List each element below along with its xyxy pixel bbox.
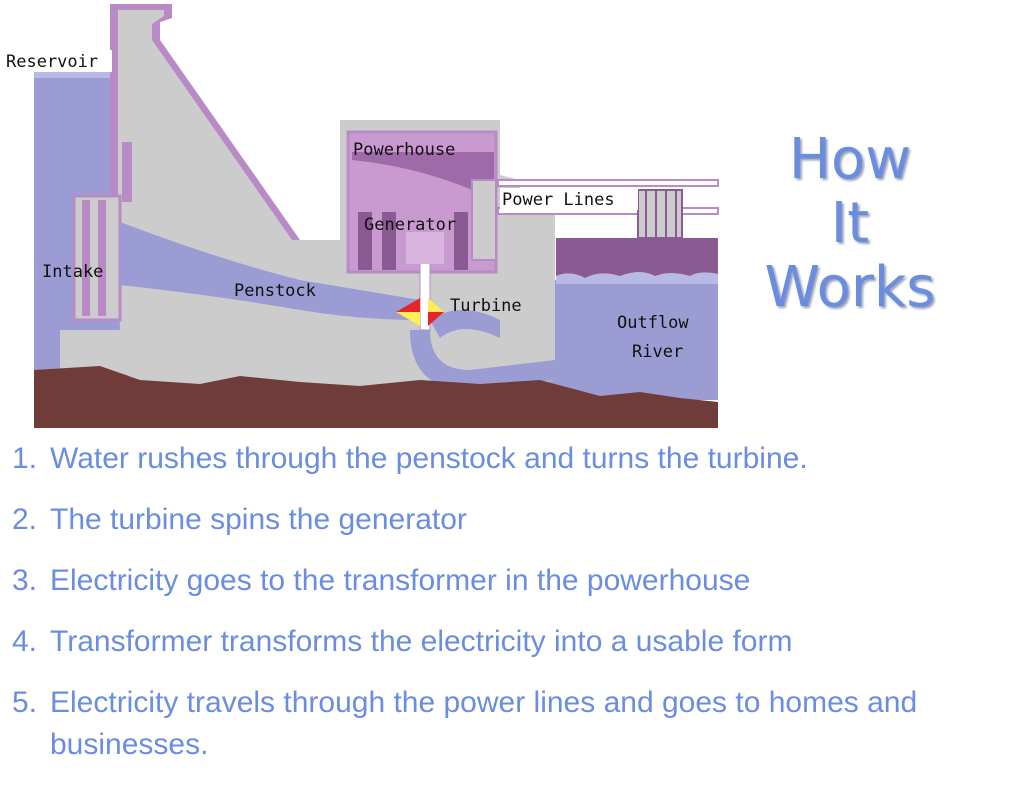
steps-list: 1. Water rushes through the penstock and …: [12, 438, 1002, 785]
penstock-pipe: [120, 222, 420, 320]
powerhouse-label: Powerhouse: [353, 140, 455, 160]
outflow-label: Outflow: [617, 313, 689, 333]
step-number: 3.: [12, 564, 38, 597]
powerhouse-column: [382, 212, 396, 270]
turbine-blade-right-bottom: [428, 312, 444, 326]
title-line-3: Works: [764, 255, 936, 320]
step-text: Transformer transforms the electricity i…: [50, 625, 793, 658]
reservoir-label: Reservoir: [6, 52, 98, 72]
river-surface-wave: [556, 272, 718, 284]
step-text: Electricity goes to the transformer in t…: [50, 564, 751, 597]
power-lines-label-bg: [500, 188, 638, 210]
intake-label: Intake: [42, 262, 103, 282]
title-line-2: It: [830, 191, 870, 256]
intake-bar: [98, 200, 106, 316]
ground: [34, 366, 718, 428]
step-number: 2.: [12, 503, 38, 536]
step-number: 5.: [12, 686, 38, 719]
powerhouse-roof-shadow: [352, 152, 494, 200]
step-text: The turbine spins the generator: [50, 503, 467, 536]
transformer-wall: [471, 179, 497, 261]
power-lines-label: Power Lines: [502, 190, 615, 210]
dam-slot: [122, 142, 132, 202]
list-item: 3. Electricity goes to the transformer in…: [12, 560, 1002, 602]
step-number: 4.: [12, 625, 38, 658]
powerhouse-column: [454, 212, 468, 270]
penstock-label: Penstock: [234, 281, 316, 301]
title-line-1: How: [788, 127, 912, 192]
step-number: 1.: [12, 442, 38, 475]
step-text: Water rushes through the penstock and tu…: [50, 442, 808, 475]
list-item: 4. Transformer transforms the electricity…: [12, 621, 1002, 663]
powerhouse-column: [358, 212, 372, 270]
turbine-blade-left-bottom: [396, 312, 420, 326]
transformer-lines: [645, 190, 677, 238]
reservoir-label-bg: [2, 50, 112, 72]
turbine-blade-right-top: [428, 298, 444, 312]
river-label: River: [632, 342, 683, 362]
generator-unit: [406, 232, 444, 264]
hydroelectric-dam-diagram: Reservoir Powerhouse Power Lines Generat…: [2, 4, 719, 428]
list-item: 1. Water rushes through the penstock and …: [12, 438, 1002, 480]
draft-tube-loop: [430, 310, 500, 338]
intake-grill: [72, 194, 122, 322]
power-line-upper: [497, 179, 719, 187]
draft-tube: [410, 330, 555, 390]
list-item: 5. Electricity travels through the power …: [12, 682, 1002, 766]
intake-bar: [82, 200, 90, 316]
reservoir-surface: [34, 72, 114, 78]
turbine-blade-left-top: [396, 298, 420, 312]
list-item: 2. The turbine spins the generator: [12, 499, 1002, 541]
generator-label: Generator: [364, 215, 456, 235]
turbine-label: Turbine: [450, 296, 522, 316]
step-text: Electricity travels through the power li…: [50, 686, 918, 761]
slide-title: How It Works: [735, 128, 965, 320]
